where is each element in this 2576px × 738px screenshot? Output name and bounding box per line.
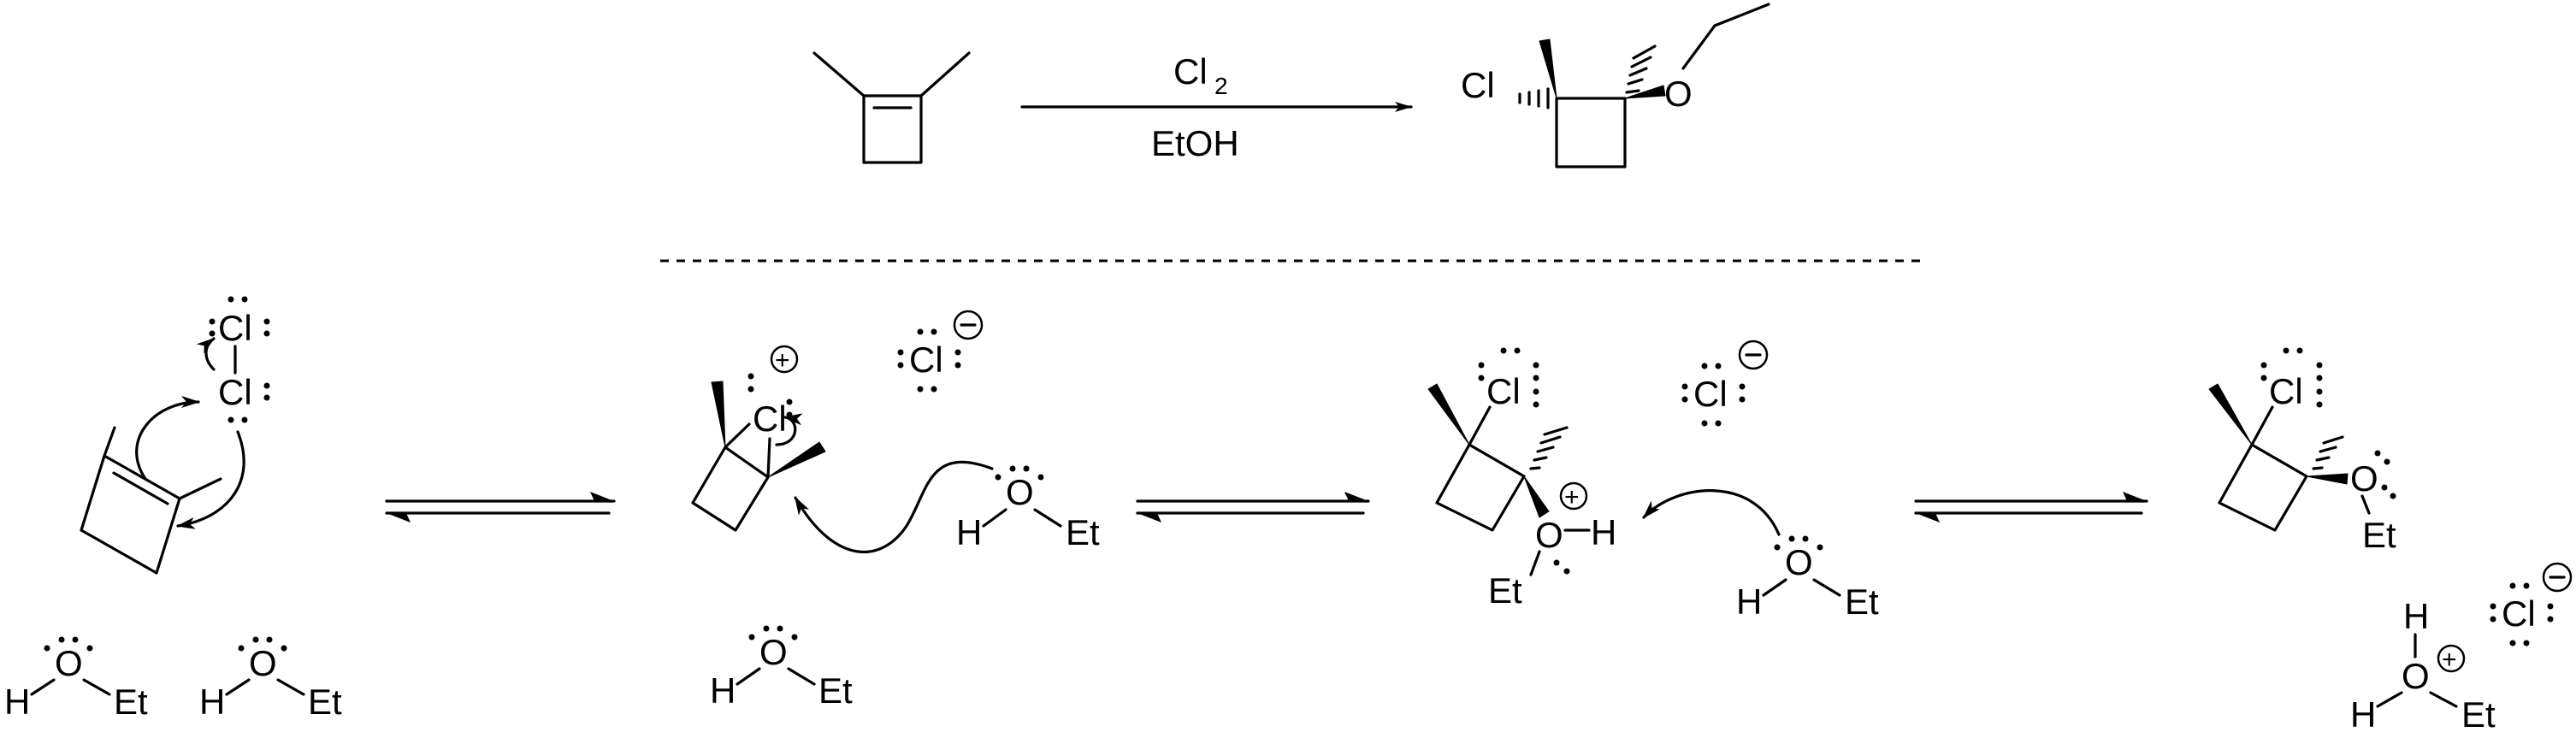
step4-ethyloxonium: H O H + Et (2350, 596, 2496, 735)
reaction-arrow: Cl 2 EtOH (1020, 51, 1413, 163)
step2-bridging-cl: Cl (753, 399, 787, 439)
step1-cl-bottom: Cl (218, 372, 252, 412)
step1-dichlorine: Cl Cl (196, 296, 270, 423)
svg-text:H: H (956, 512, 982, 552)
svg-text:O: O (2402, 656, 2430, 696)
step1-ethanol-right: H O Et (199, 636, 342, 722)
svg-text:H: H (710, 670, 736, 711)
svg-text:Cl: Cl (909, 339, 943, 380)
step3-deprotonation-arrow (1642, 489, 1781, 536)
svg-text:Et: Et (1845, 582, 1879, 622)
step2-nucleophilic-attack-arrow (794, 460, 994, 553)
step4-ether-o: O (2350, 458, 2378, 499)
svg-text:H: H (4, 682, 30, 722)
step3-oxonium-h: H (1591, 512, 1616, 552)
svg-text:O: O (1785, 542, 1813, 582)
step2-chloronium: Cl + (691, 345, 826, 532)
step3-chloride: Cl (1681, 339, 1769, 427)
svg-text:O: O (1006, 472, 1034, 512)
svg-text:H: H (2350, 694, 2376, 735)
svg-text:Et: Et (308, 682, 342, 722)
svg-text:Cl: Cl (1693, 374, 1728, 414)
step2-attacking-ethanol: H O Et (956, 465, 1100, 552)
svg-text:+: + (775, 346, 790, 375)
step1-lone-pair-arrow (176, 430, 245, 529)
step3-oxonium-intermediate: Cl O + H Et (1427, 347, 1616, 611)
step1-alkene (80, 426, 222, 575)
reagent-chlorine-subscript: 2 (1214, 73, 1228, 99)
svg-text:Et: Et (1066, 512, 1100, 552)
svg-text:H: H (1736, 582, 1762, 622)
step4-cl: Cl (2269, 371, 2303, 411)
svg-text:+: + (2442, 646, 2457, 674)
step3-base-ethanol: H O Et (1736, 535, 1879, 622)
svg-text:O: O (55, 643, 83, 683)
svg-text:H: H (2403, 596, 2429, 636)
step1-pi-bond-attack-arrow (135, 396, 200, 481)
step3-oxonium-et: Et (1488, 570, 1522, 611)
starting-alkene (812, 51, 971, 164)
svg-text:Et: Et (818, 670, 853, 711)
svg-text:Cl: Cl (2502, 593, 2536, 634)
step1-cl-top: Cl (218, 308, 252, 348)
step3-cl: Cl (1486, 371, 1521, 411)
step1-ethanol-left: H O Et (4, 636, 148, 722)
svg-text:O: O (249, 643, 277, 683)
step2-chloride: Cl (897, 310, 984, 393)
step4-chloride: Cl (2490, 562, 2573, 646)
step3-oxonium-o: O (1535, 515, 1563, 555)
product-ether: Cl O (1461, 3, 1770, 168)
svg-text:O: O (759, 632, 788, 672)
svg-text:Et: Et (114, 682, 148, 722)
step4-ether-et: Et (2362, 515, 2396, 555)
equilibrium-arrow-2 (1136, 492, 1370, 523)
reagent-chlorine: Cl (1173, 51, 1208, 92)
reagent-ethanol: EtOH (1151, 123, 1239, 163)
svg-text:+: + (1564, 483, 1580, 511)
step4-product: Cl O Et (2208, 347, 2396, 555)
product-cl-label: Cl (1461, 65, 1495, 105)
equilibrium-arrow-3 (1914, 492, 2148, 523)
product-o-label: O (1664, 74, 1693, 114)
svg-text:Et: Et (2461, 694, 2496, 735)
svg-text:H: H (199, 682, 225, 722)
equilibrium-arrow-1 (385, 492, 616, 523)
step2-spectator-ethanol: H O Et (710, 625, 853, 711)
